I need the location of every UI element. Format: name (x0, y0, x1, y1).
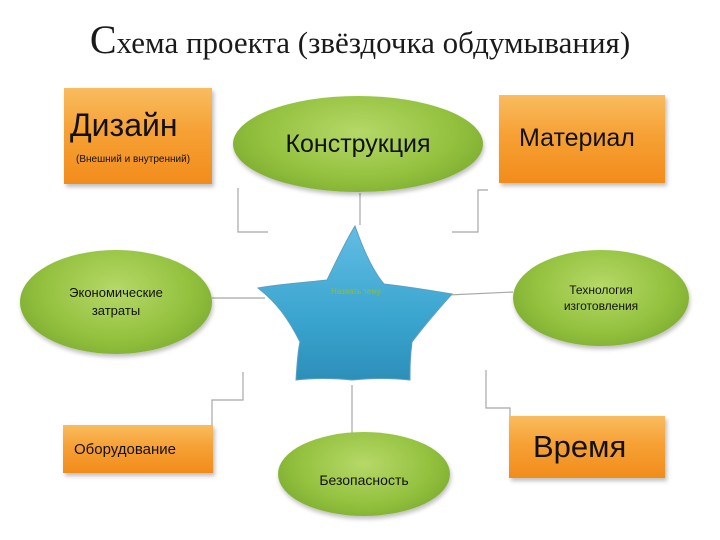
center-topic-label: Назвать тему (331, 287, 381, 296)
connector-design (237, 188, 268, 233)
equipment-label: Оборудование (74, 441, 177, 458)
connector-technology (447, 291, 514, 296)
technology-node: Технология изготовления (513, 250, 689, 346)
technology-label: Технология изготовления (563, 283, 639, 313)
design-sublabel: (Внешний и внутренний) (76, 154, 191, 165)
design-box: Дизайн (Внешний и внутренний) (64, 88, 212, 184)
economic-costs-label: Экономические затраты (69, 285, 163, 318)
connector-equipment (211, 372, 244, 425)
time-box: Время (509, 416, 665, 478)
time-label: Время (533, 429, 627, 464)
safety-label: Безопасность (319, 472, 409, 488)
design-label: Дизайн (70, 107, 178, 143)
economic-costs-node: Экономические затраты (20, 250, 212, 354)
construction-label: Конструкция (285, 129, 431, 158)
equipment-box: Оборудование (63, 425, 213, 473)
safety-node: Безопасность (278, 432, 450, 516)
material-label: Материал (519, 124, 635, 152)
connector-material (452, 189, 488, 233)
center-star-shape (256, 224, 453, 381)
material-box: Материал (499, 95, 665, 183)
construction-node: Конструкция (233, 96, 483, 192)
diagram-title: Схема проекта (звёздочка обдумывания) (89, 17, 631, 62)
